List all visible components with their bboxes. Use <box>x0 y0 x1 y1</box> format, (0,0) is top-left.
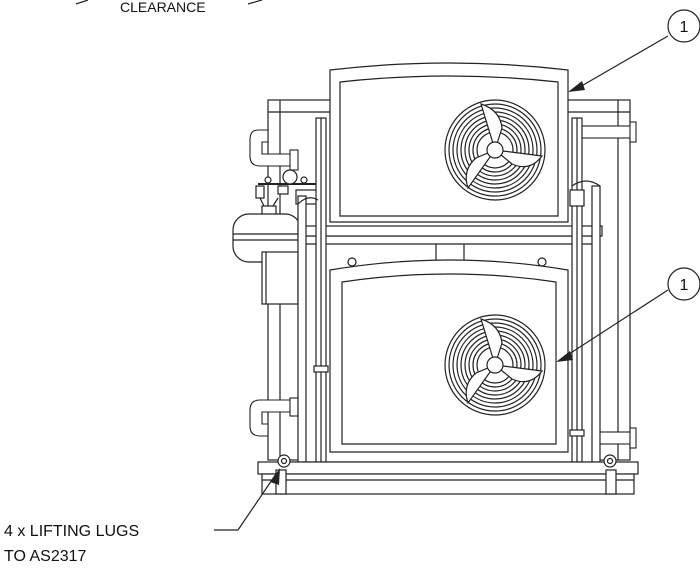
upper-fan-grille <box>444 99 546 201</box>
base-skid <box>257 461 639 495</box>
lifting-lugs-label-line2: TO AS2317 <box>4 548 87 565</box>
middle-crossbar <box>297 225 603 237</box>
lifting-lugs-label-line1: 4 x LIFTING LUGS <box>4 523 139 540</box>
callout-1-upper: 1 <box>568 9 700 92</box>
callout-1-lower: 1 <box>556 267 700 362</box>
left-pipe-upper <box>249 129 299 171</box>
callout-1-upper-number: 1 <box>680 19 689 36</box>
lifting-lugs-note: 4 x LIFTING LUGS TO AS2317 <box>4 468 280 565</box>
right-pipe-upper <box>577 121 637 143</box>
lifting-lug-left <box>277 454 291 468</box>
expansion-tank <box>232 213 302 305</box>
lifting-lug-right <box>603 454 617 468</box>
clearance-label: CLEARANCE <box>120 0 206 15</box>
callout-1-lower-number: 1 <box>680 277 689 294</box>
lower-fan-grille <box>444 314 546 416</box>
support-posts <box>297 117 601 463</box>
clearance-note: CLEARANCE <box>75 0 263 15</box>
